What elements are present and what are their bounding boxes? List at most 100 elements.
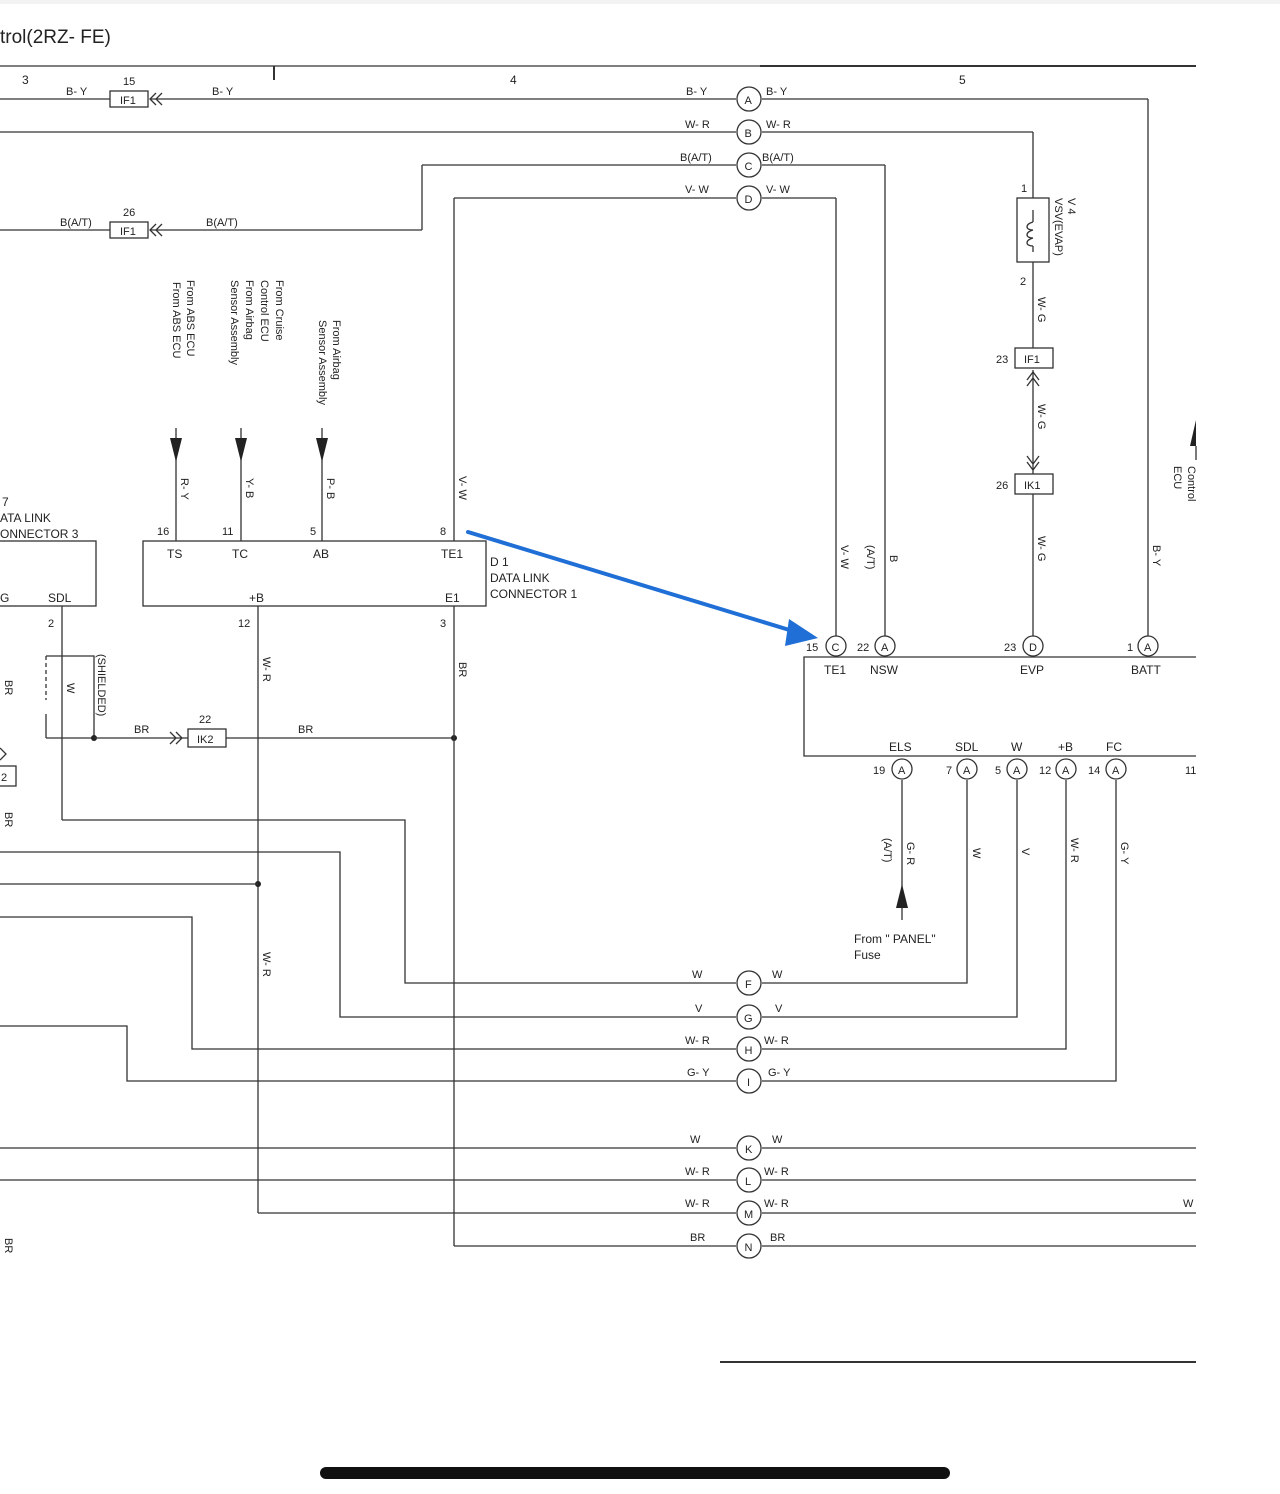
if1-pin-23: 23 [996,354,1008,366]
junction-b: B [736,119,762,145]
coil-icon [1026,221,1034,247]
svg-text:M: M [744,1209,753,1221]
ecm-pin-els: A 19 [873,758,913,780]
label-w-sdl: W [64,683,76,694]
wire-w-f-right [762,780,968,984]
if1-label-b: IF1 [120,226,136,238]
svg-text:A: A [1062,765,1070,777]
connector-if1-a [109,90,149,108]
junction-d: D [736,185,762,211]
source-airbag-1: From Airbag [243,280,255,340]
dlc3-id: 7 [2,495,9,509]
svg-text:12: 12 [1039,765,1051,777]
source-airbag-b1: From Airbag [330,320,342,380]
arrow-up-icon [1190,420,1196,446]
dlc1-e1: E1 [445,591,460,605]
arrow-up-icon [896,884,908,908]
junction-n: N [736,1233,762,1259]
label-pb: P- B [324,478,336,499]
annotation-arrow [466,530,798,634]
label-w-edge: W [1183,1198,1194,1210]
ecm-sdl: SDL [955,740,979,754]
label-w-k: W [690,1134,701,1146]
label-bat-2: B(A/T) [206,217,238,229]
junction-a: A [736,86,762,112]
dlc1-name-1: DATA LINK [490,571,550,585]
top-edge [0,0,1280,4]
if1-label-a: IF1 [120,95,136,107]
svg-text:23: 23 [1004,642,1016,654]
dlc1-name-2: CONNECTOR 1 [490,587,577,601]
junction-m: M [736,1200,762,1226]
label-wr-m-r: W- R [764,1198,789,1210]
ecm-pin-sdl: A 7 [946,758,978,780]
ecm-pin-batt: A 1 [1127,635,1159,657]
svg-text:A: A [898,765,906,777]
label-w-sdl-v: W [970,848,982,859]
label-wg-2: W- G [1035,404,1047,429]
wire-gy-i [0,1025,736,1082]
svg-text:C: C [832,642,840,654]
ik2-label: IK2 [197,734,214,746]
label-gr-v: G- R [904,842,916,865]
dlc3-sdl: SDL [48,591,72,605]
label-ry: R- Y [178,478,190,500]
svg-text:I: I [747,1077,750,1089]
ecm-batt: BATT [1131,663,1161,677]
label-v-g: V [695,1003,703,1015]
svg-text:K: K [745,1144,753,1156]
svg-text:C: C [745,161,753,173]
vsv-name: VSV(EVAP) [1052,198,1064,256]
dlc1-plus-b: +B [249,591,264,605]
wire-wr-h-right [762,780,1067,1050]
junction-g: G [736,1004,762,1030]
source-airbag-2: Sensor Assembly [228,280,240,365]
ecm-pin-fc: A 14 [1088,758,1127,780]
svg-text:7: 7 [946,765,952,777]
label-vw-v2: V- W [838,545,850,569]
arrow-down-icon [316,438,328,462]
label-by-v: B- Y [1150,545,1162,567]
connector-if1-b [109,221,149,239]
label-gy-v: G- Y [1118,842,1130,865]
junction-l: L [736,1167,762,1193]
ecm-pin-te1: C 15 [806,635,847,657]
label-bat-1: B(A/T) [60,217,92,229]
dlc1-box [142,540,487,607]
wire-wr-h [0,916,736,1050]
ecm-pin-plus-b: A 12 [1039,758,1077,780]
svg-text:D: D [745,194,753,206]
label-wr-v2: W- R [260,952,272,977]
svg-text:22: 22 [857,642,869,654]
ecm-els: ELS [889,740,912,754]
svg-text:1: 1 [1127,642,1133,654]
dlc1-pin-8: 8 [440,526,446,538]
svg-text:14: 14 [1088,765,1100,777]
connector-if1-c [1014,347,1054,369]
ecm-nsw: NSW [870,663,899,677]
source-abs-2: From ABS ECU [170,282,182,358]
ecm-pin-nsw: A 22 [857,635,896,657]
dlc1-id: D 1 [490,555,509,569]
section-3: 3 [22,73,29,87]
label-w-f: W [692,969,703,981]
dlc3-name-1: ATA LINK [0,511,51,525]
arrow-down-icon [235,438,247,462]
label-gy-i: G- Y [687,1067,710,1079]
label-wr-h-r: W- R [764,1035,789,1047]
svg-text:19: 19 [873,765,885,777]
home-indicator[interactable] [320,1467,950,1479]
label-br-left-2: BR [2,812,14,827]
label-br-n-r: BR [770,1232,785,1244]
label-bat-4: B(A/T) [762,152,794,164]
ecm-pin-11: 11 [1185,765,1196,777]
dlc3-box [0,540,97,607]
svg-text:D: D [1029,642,1037,654]
dlc1-tc: TC [232,547,248,561]
ecm-outline [803,656,1196,757]
label-wr-l-r: W- R [764,1166,789,1178]
label-by-1: B- Y [66,86,88,98]
dlc1-pin-16: 16 [157,526,169,538]
svg-text:G: G [744,1013,753,1025]
connector-ik1 [1014,473,1054,495]
